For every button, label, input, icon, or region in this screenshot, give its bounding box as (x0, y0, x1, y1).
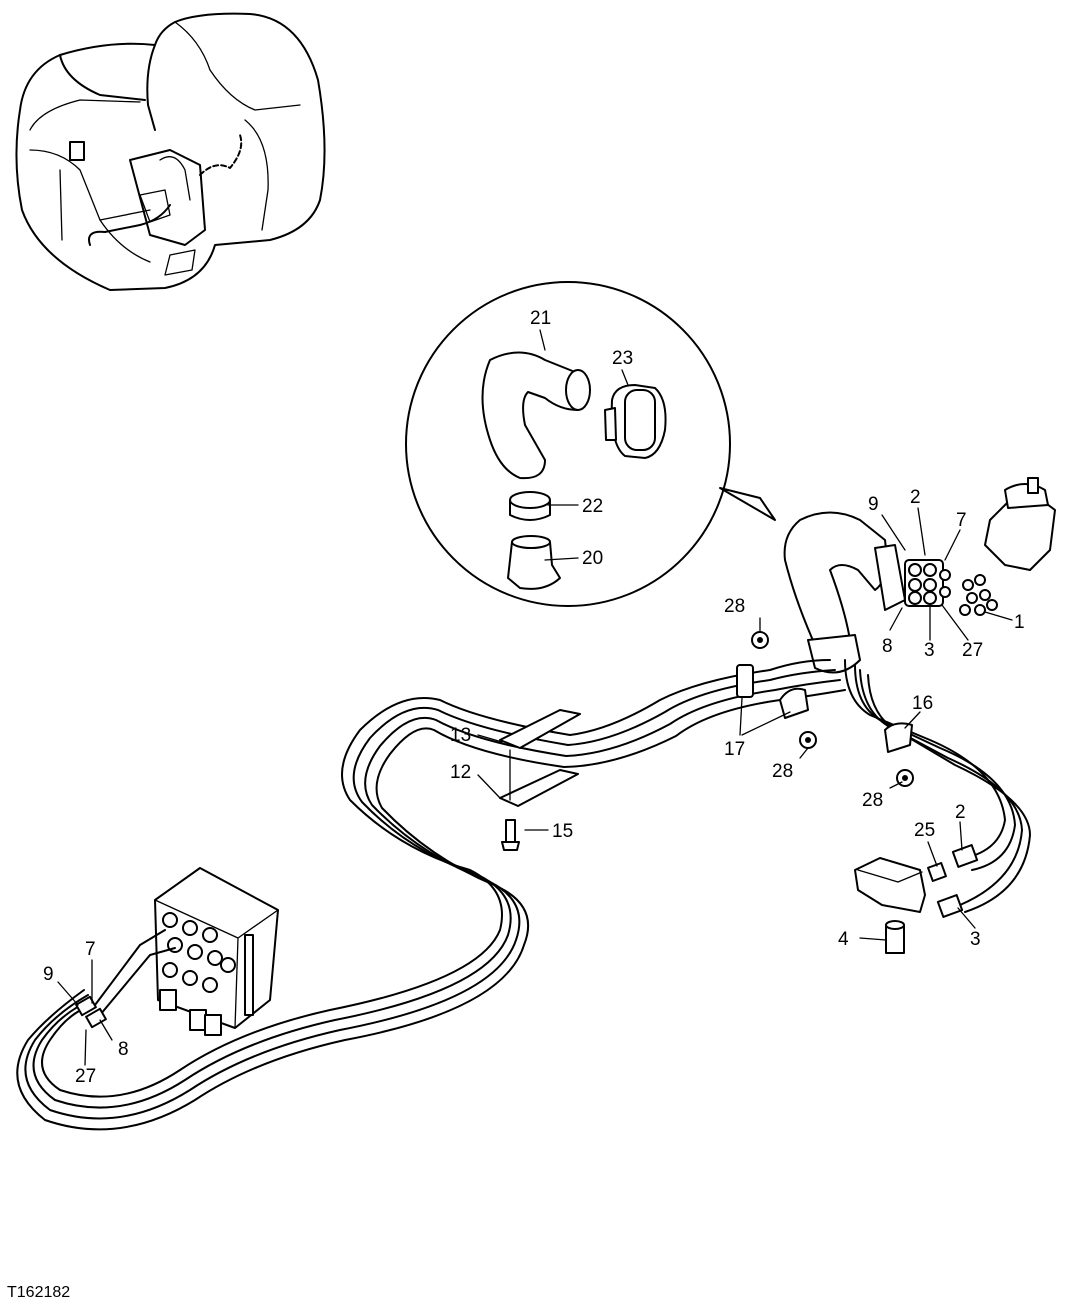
callout-label: 25 (914, 820, 935, 841)
callout-label: 22 (582, 496, 603, 517)
leader-lines (57, 329, 1013, 1066)
callout-label: 28 (724, 596, 745, 617)
callout-label: 27 (962, 640, 983, 661)
callout-label: 16 (912, 693, 933, 714)
callout-label: 28 (862, 790, 883, 811)
callout-label: 15 (552, 821, 573, 842)
callout-label: 2 (955, 802, 966, 823)
pilot-valve-assembly (783, 477, 1056, 674)
control-valve-block (75, 867, 279, 1036)
callout-label: 12 (450, 762, 471, 783)
callout-label: 13 (450, 725, 471, 746)
fitting-cluster-right (904, 559, 951, 607)
callout-label: 9 (43, 964, 54, 985)
hose-bundle (16, 659, 1031, 1131)
callouts: 21 23 22 20 9 2 7 1 8 3 27 28 13 12 15 1… (43, 308, 1025, 1087)
clamp-hardware (499, 631, 914, 851)
callout-label: 4 (838, 929, 849, 950)
callout-label: 7 (956, 510, 967, 531)
callout-label: 8 (882, 636, 893, 657)
callout-label: 20 (582, 548, 603, 569)
callout-label: 1 (1014, 612, 1025, 633)
pilot-valve-fittings (959, 574, 998, 616)
callout-label: 7 (85, 939, 96, 960)
callout-label: 17 (724, 739, 745, 760)
callout-label: 2 (910, 487, 921, 508)
callout-label: 8 (118, 1039, 129, 1060)
small-valve-block (854, 844, 979, 954)
figure-id: T162182 (7, 1284, 70, 1300)
machine-overview (15, 12, 326, 291)
callout-label: 9 (868, 494, 879, 515)
callout-label: 3 (970, 929, 981, 950)
callout-label: 27 (75, 1066, 96, 1087)
detail-inset (405, 281, 776, 607)
callout-label: 21 (530, 308, 551, 329)
callout-label: 23 (612, 348, 633, 369)
callout-label: 3 (924, 640, 935, 661)
callout-label: 28 (772, 761, 793, 782)
